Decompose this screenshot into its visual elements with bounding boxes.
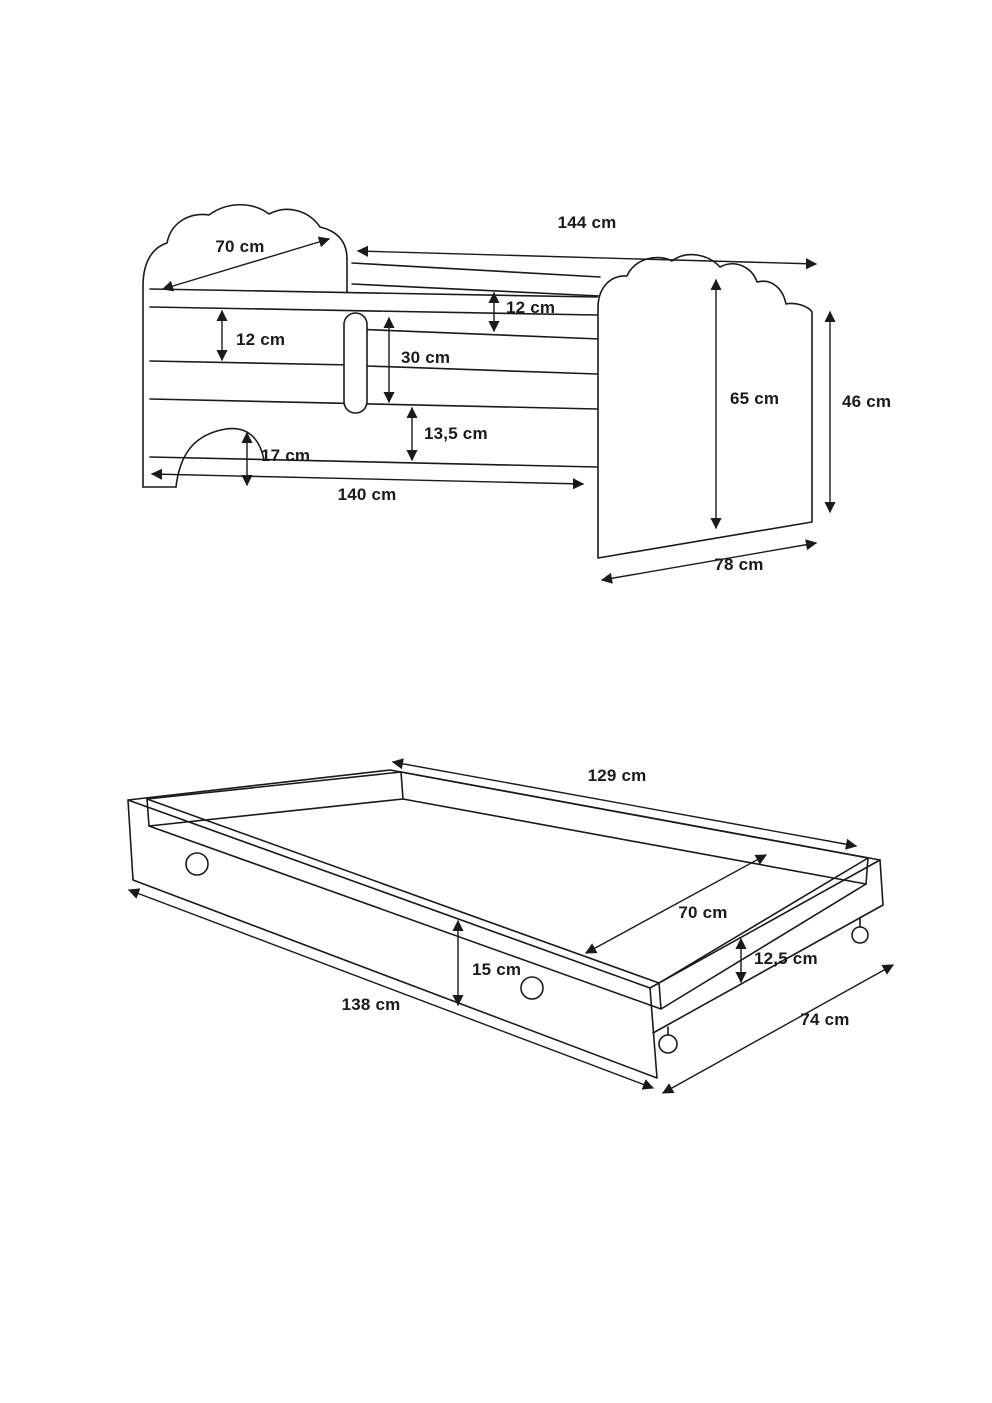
dimension-line — [356, 245, 818, 270]
bed-headboard-outline — [142, 204, 348, 488]
drawer-handle-hole-front — [520, 976, 544, 1000]
bed-footboard-outline — [597, 253, 813, 559]
dim-label-bed-headboard-depth: 70 cm — [215, 237, 264, 256]
dimension-line — [391, 758, 858, 850]
dim-bed-overall-length: 144 cm — [356, 213, 818, 270]
dim-label-bed-footboard-depth: 78 cm — [714, 555, 763, 574]
dim-label-bed-back-rail-height: 12 cm — [506, 298, 555, 317]
drawer-right-face-edges — [652, 859, 884, 1034]
dimension-line — [127, 888, 655, 1090]
dim-label-bed-front-rail-height: 12 cm — [236, 330, 285, 349]
dim-label-bed-drawer-front-height: 13,5 cm — [424, 424, 488, 443]
dim-bed-footboard-depth: 78 cm — [600, 539, 818, 584]
dim-bed-footboard-height: 65 cm — [710, 278, 779, 530]
dim-label-bed-floor-clearance: 17 cm — [261, 446, 310, 465]
dim-label-drawer-side-height: 12,5 cm — [754, 949, 818, 968]
dim-label-bed-overall-length: 144 cm — [558, 213, 617, 232]
dim-drawer-side-height: 12,5 cm — [735, 937, 818, 984]
bed-drawer-panel-lines — [149, 398, 598, 468]
dim-bed-back-rail-height: 12 cm — [488, 291, 555, 333]
dim-label-bed-footboard-height: 65 cm — [730, 389, 779, 408]
bed-side-rail-lines — [149, 288, 598, 375]
dim-bed-inner-length: 140 cm — [150, 468, 585, 504]
dim-label-drawer-outer-depth: 74 cm — [800, 1010, 849, 1029]
bed-safety-barrier — [343, 312, 368, 414]
drawer-caster-front-wheel — [658, 1034, 678, 1054]
dim-bed-side-height: 46 cm — [824, 310, 891, 514]
dim-label-drawer-inner-length: 129 cm — [588, 766, 647, 785]
dim-bed-headboard-depth: 70 cm — [161, 236, 331, 292]
dimension-line — [600, 539, 818, 584]
dim-label-drawer-inner-depth: 70 cm — [678, 903, 727, 922]
dim-drawer-inner-length: 129 cm — [391, 758, 858, 850]
bed-headboard-arch — [175, 427, 265, 488]
dim-drawer-outer-depth: 74 cm — [662, 964, 894, 1094]
bed-diagram: 144 cm 70 cm 12 cm 12 cm 30 cm 65 cm 46 … — [142, 204, 891, 584]
drawer-front-face-edges — [127, 799, 658, 1079]
dimension-line — [161, 236, 331, 292]
dim-bed-barrier-height: 30 cm — [383, 316, 450, 404]
dim-label-bed-side-height: 46 cm — [842, 392, 891, 411]
drawer-handle-hole-left — [185, 852, 209, 876]
dimension-line — [662, 964, 894, 1094]
dim-drawer-front-height: 15 cm — [452, 919, 521, 1007]
dim-label-drawer-outer-length: 138 cm — [342, 995, 401, 1014]
dim-drawer-outer-length: 138 cm — [127, 888, 655, 1090]
drawer-caster-rear-wheel — [851, 926, 869, 944]
dim-label-bed-inner-length: 140 cm — [338, 485, 397, 504]
dim-bed-front-rail-height: 12 cm — [216, 309, 285, 362]
drawer-diagram: 129 cm 70 cm 15 cm 12,5 cm 138 cm 74 cm — [127, 758, 894, 1094]
dim-label-drawer-front-height: 15 cm — [472, 960, 521, 979]
dimension-line — [150, 468, 585, 490]
dim-label-bed-barrier-height: 30 cm — [401, 348, 450, 367]
dim-bed-drawer-front-height: 13,5 cm — [406, 406, 488, 462]
